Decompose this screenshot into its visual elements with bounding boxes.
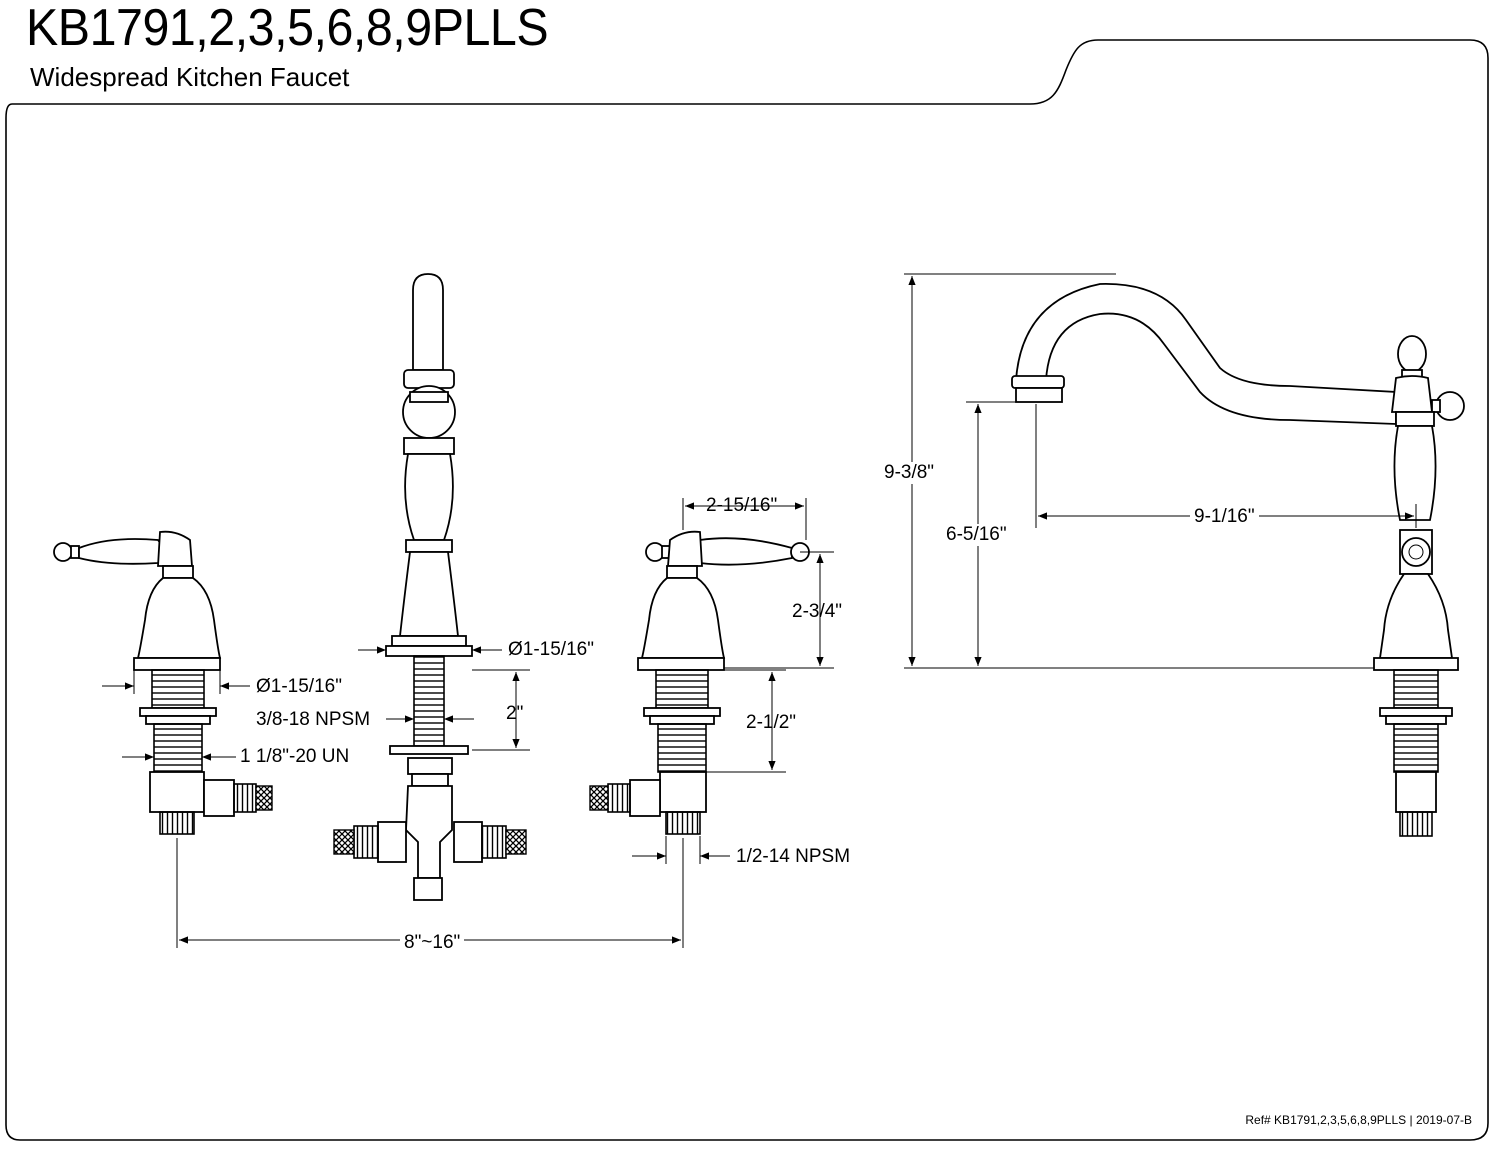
model-title: KB1791,2,3,5,6,8,9PLLS xyxy=(26,0,549,57)
dim-spout-shank-length: 2" xyxy=(506,703,524,724)
sheet-frame xyxy=(5,39,1489,1141)
dim-handle-flange-diameter: Ø1-15/16" xyxy=(256,676,342,697)
left-handle-valve xyxy=(53,530,273,835)
dim-center-spread: 8"~16" xyxy=(400,932,465,954)
dim-spout-reach: 9-1/16" xyxy=(1190,506,1259,528)
reference-code: Ref# KB1791,2,3,5,6,8,9PLLS | 2019-07-B xyxy=(1245,1113,1472,1127)
center-spout-front xyxy=(333,273,527,901)
dim-handle-height: 2-3/4" xyxy=(792,601,843,622)
dim-spout-total-height: 9-3/8" xyxy=(884,462,935,484)
dim-spout-clearance: 6-5/16" xyxy=(946,524,1007,546)
dim-spout-flange-diameter: Ø1-15/16" xyxy=(508,639,594,660)
dim-handle-width: 2-15/16" xyxy=(706,495,778,516)
dim-handle-shank-length: 2-1/2" xyxy=(746,712,797,733)
spout-side-view xyxy=(1011,283,1465,837)
dim-spout-thread: 3/8-18 NPSM xyxy=(256,709,371,730)
product-subtitle: Widespread Kitchen Faucet xyxy=(30,62,350,92)
dim-outlet-thread: 1/2-14 NPSM xyxy=(736,846,851,867)
dim-handle-thread: 1 1/8"-20 UN xyxy=(240,746,350,767)
right-handle-valve xyxy=(589,530,810,835)
